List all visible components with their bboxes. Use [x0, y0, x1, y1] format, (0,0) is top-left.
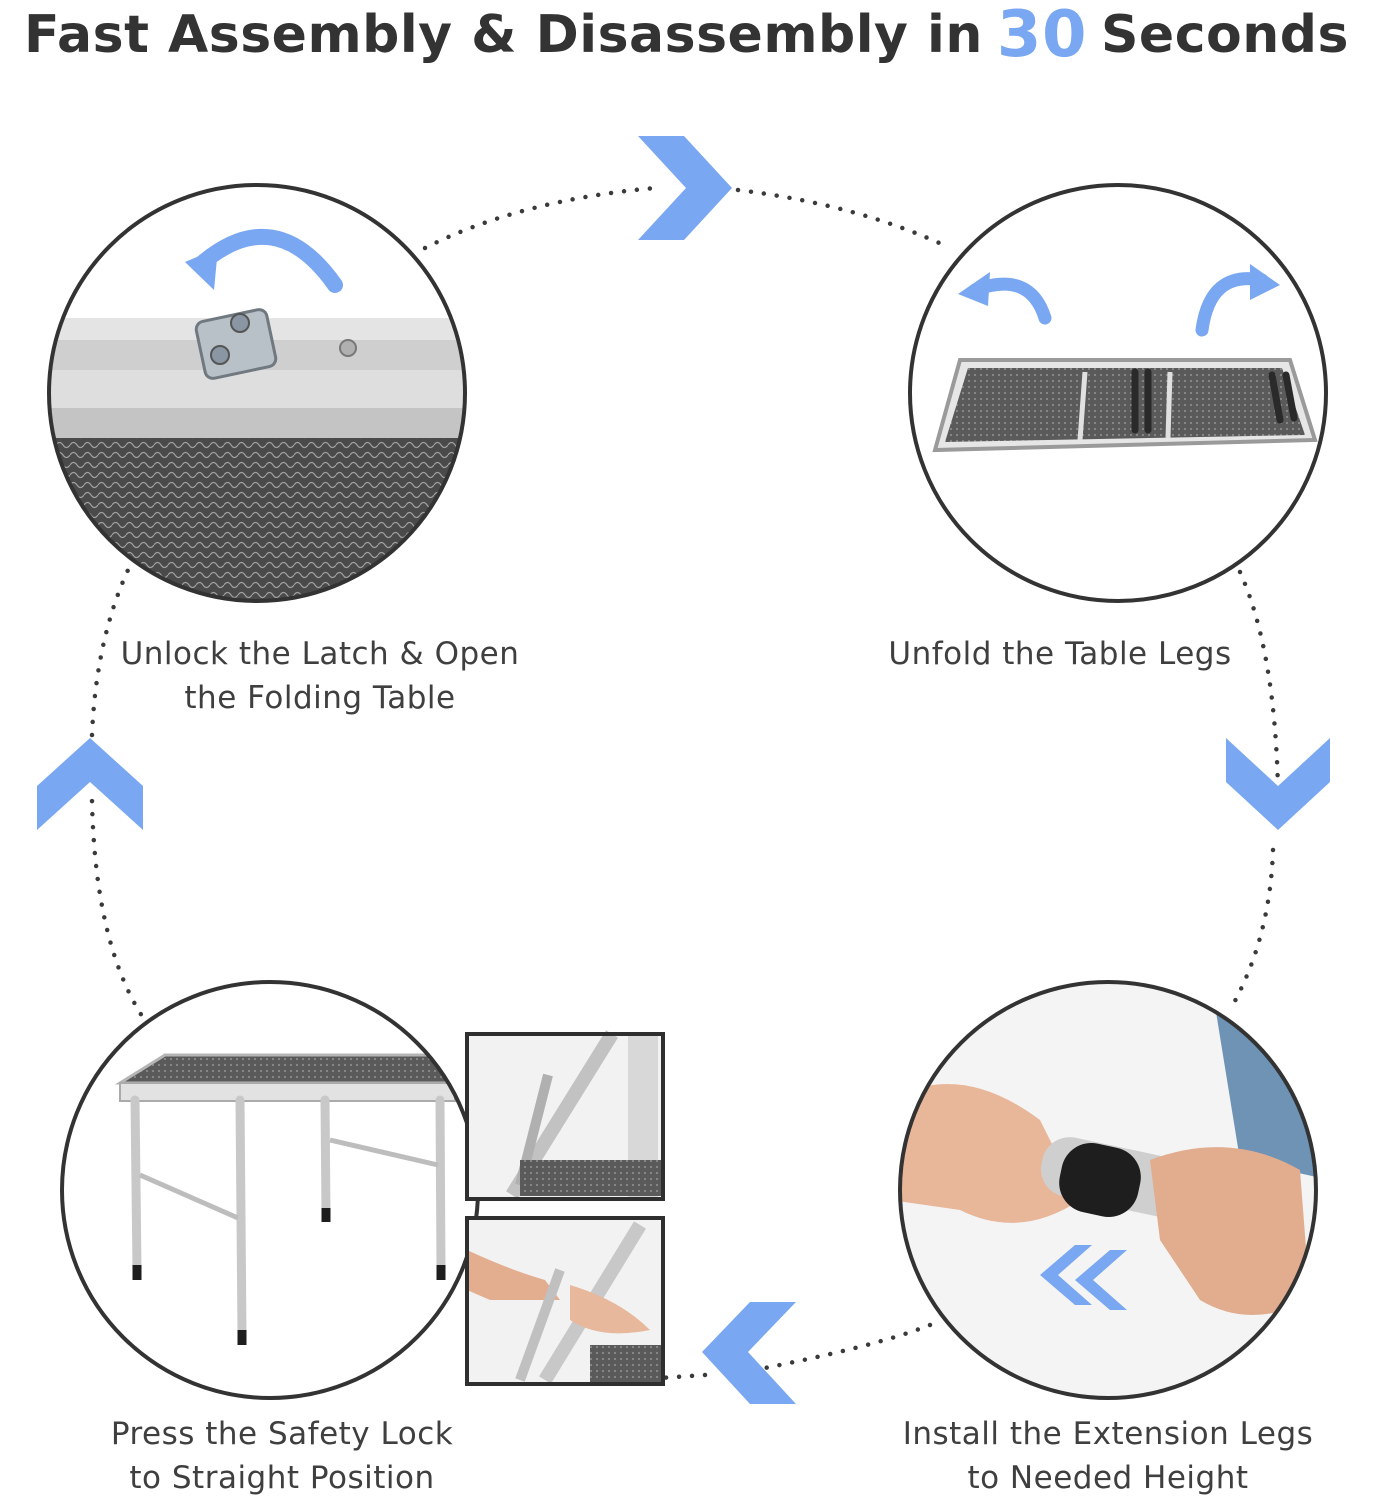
dotted-path-bottom-right: [762, 1322, 933, 1371]
title-highlight: 30: [996, 0, 1087, 72]
dotted-path-top-right: [735, 187, 953, 251]
double-chevron-left-icon: [1040, 1245, 1092, 1305]
dotted-path-top-left: [422, 185, 658, 251]
dotted-path-bottom-left: [657, 1372, 708, 1381]
safety-lock-inset-bottom: [465, 1216, 665, 1386]
caption-line: to Straight Position: [129, 1460, 435, 1496]
caption-line: to Needed Height: [967, 1460, 1249, 1496]
step-circle: [898, 980, 1318, 1400]
chevron-arrows: [37, 136, 1330, 1404]
dotted-path-left-lower: [89, 797, 151, 1028]
title-suffix: Seconds: [1100, 5, 1349, 65]
dotted-path-left-upper: [89, 567, 131, 738]
arrowhead-icon: [958, 272, 990, 306]
arrowhead-icon: [185, 248, 218, 290]
step-circle: [47, 183, 467, 603]
assembled-table-photo: [62, 982, 478, 1398]
folded-table-photo: [910, 185, 1326, 601]
caption-line: Press the Safety Lock: [110, 1416, 454, 1452]
step-caption-unfold: Unfold the Table Legs: [860, 632, 1260, 676]
chevron-left-icon: [702, 1302, 796, 1404]
dotted-path-right-lower: [1227, 847, 1276, 1013]
caption-line: Unfold the Table Legs: [888, 636, 1232, 672]
dotted-path: [89, 185, 1281, 1381]
caption-line: Install the Extension Legs: [902, 1416, 1314, 1452]
step-caption-press: Press the Safety Lock to Straight Positi…: [80, 1412, 484, 1500]
step-circle: [908, 183, 1328, 603]
caption-line: the Folding Table: [184, 680, 456, 716]
step-caption-install: Install the Extension Legs to Needed Hei…: [880, 1412, 1336, 1500]
safety-lock-inset-top: [465, 1030, 665, 1201]
title-prefix: Fast Assembly & Disassembly in: [24, 5, 983, 65]
step-caption-unlock: Unlock the Latch & Open the Folding Tabl…: [100, 632, 540, 720]
chevron-down-icon: [1226, 738, 1330, 830]
page-title: Fast Assembly & Disassembly in 30 Second…: [0, 0, 1373, 72]
chevron-up-icon: [37, 738, 143, 830]
caption-line: Unlock the Latch & Open: [120, 636, 520, 672]
chevron-right-icon: [638, 136, 732, 240]
arrowhead-icon: [1250, 264, 1280, 300]
extension-legs-photo: [900, 982, 1316, 1398]
